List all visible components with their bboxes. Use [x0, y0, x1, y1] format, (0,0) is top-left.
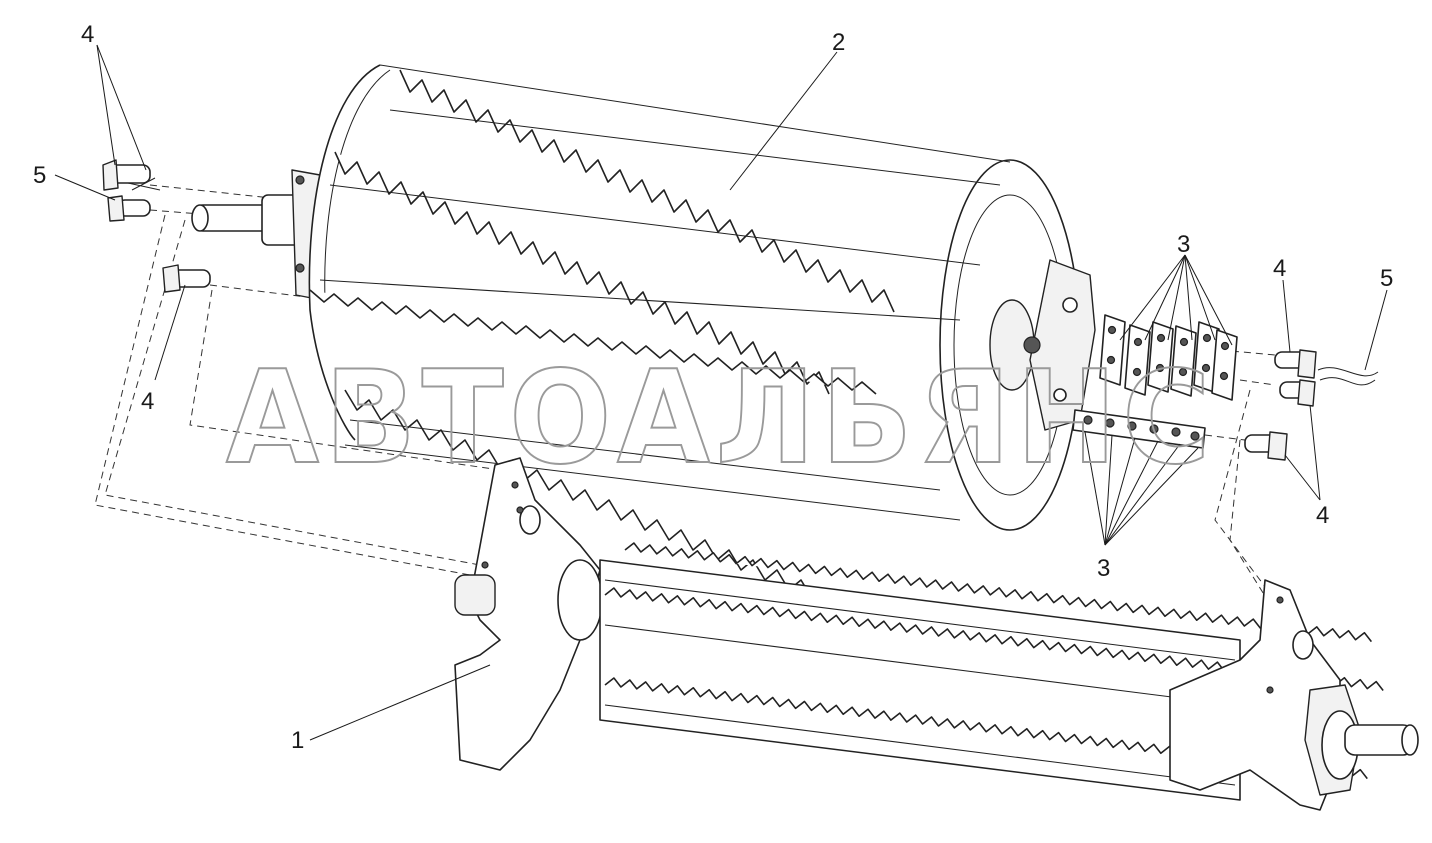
callout-5-right: 5	[1380, 265, 1393, 292]
bolt-part-4-left-mid	[162, 264, 211, 293]
cotter-pin-part-5-left	[127, 177, 161, 191]
callout-4-right-bottom: 4	[1316, 502, 1329, 529]
callout-3-lower: 3	[1097, 555, 1110, 582]
serrated-drum-part-2	[191, 64, 1096, 641]
drum-blade-row-2	[334, 151, 830, 395]
leader-lines	[54, 44, 1388, 741]
knife-plates-part-3	[1072, 314, 1238, 449]
cotter-pin-part-5-right	[1317, 367, 1379, 386]
callout-4-right-top: 4	[1273, 255, 1286, 282]
roller-frame-part-1	[454, 457, 1419, 811]
drum-blade-row-3	[309, 289, 877, 395]
drum-blade-row-1	[399, 69, 895, 313]
bearing-left	[454, 574, 496, 616]
callout-4-left-mid: 4	[141, 388, 154, 415]
knife-plates-upper-set	[1099, 314, 1238, 401]
drum-end-disc-left	[308, 64, 381, 441]
fasteners-right	[1244, 349, 1379, 461]
roller-body	[599, 559, 1241, 801]
callout-5-left: 5	[33, 162, 46, 189]
bolt-part-4-right-bottom	[1244, 431, 1288, 461]
fasteners-left	[102, 159, 211, 293]
frame-side-plate-left	[454, 457, 601, 771]
bolt-part-4-right-top-2	[1279, 379, 1316, 407]
bolt-part-4-right-top	[1274, 349, 1317, 379]
callout-labels: 4 5 4 2 3 4 5 4 3 1	[33, 21, 1393, 754]
bolt-part-4-top-left	[102, 159, 151, 191]
knife-plates-lower-set	[1072, 409, 1206, 449]
callout-1-bottom: 1	[291, 727, 304, 754]
watermark-text: АВТОАЛЬЯНС	[226, 344, 1216, 493]
bolt-part-4-top-left-2	[107, 195, 151, 222]
callout-3-upper: 3	[1177, 231, 1190, 258]
roller-tooth-row-1	[624, 542, 1373, 643]
callout-2-top: 2	[832, 29, 845, 56]
callout-4-top-left: 4	[81, 21, 94, 48]
